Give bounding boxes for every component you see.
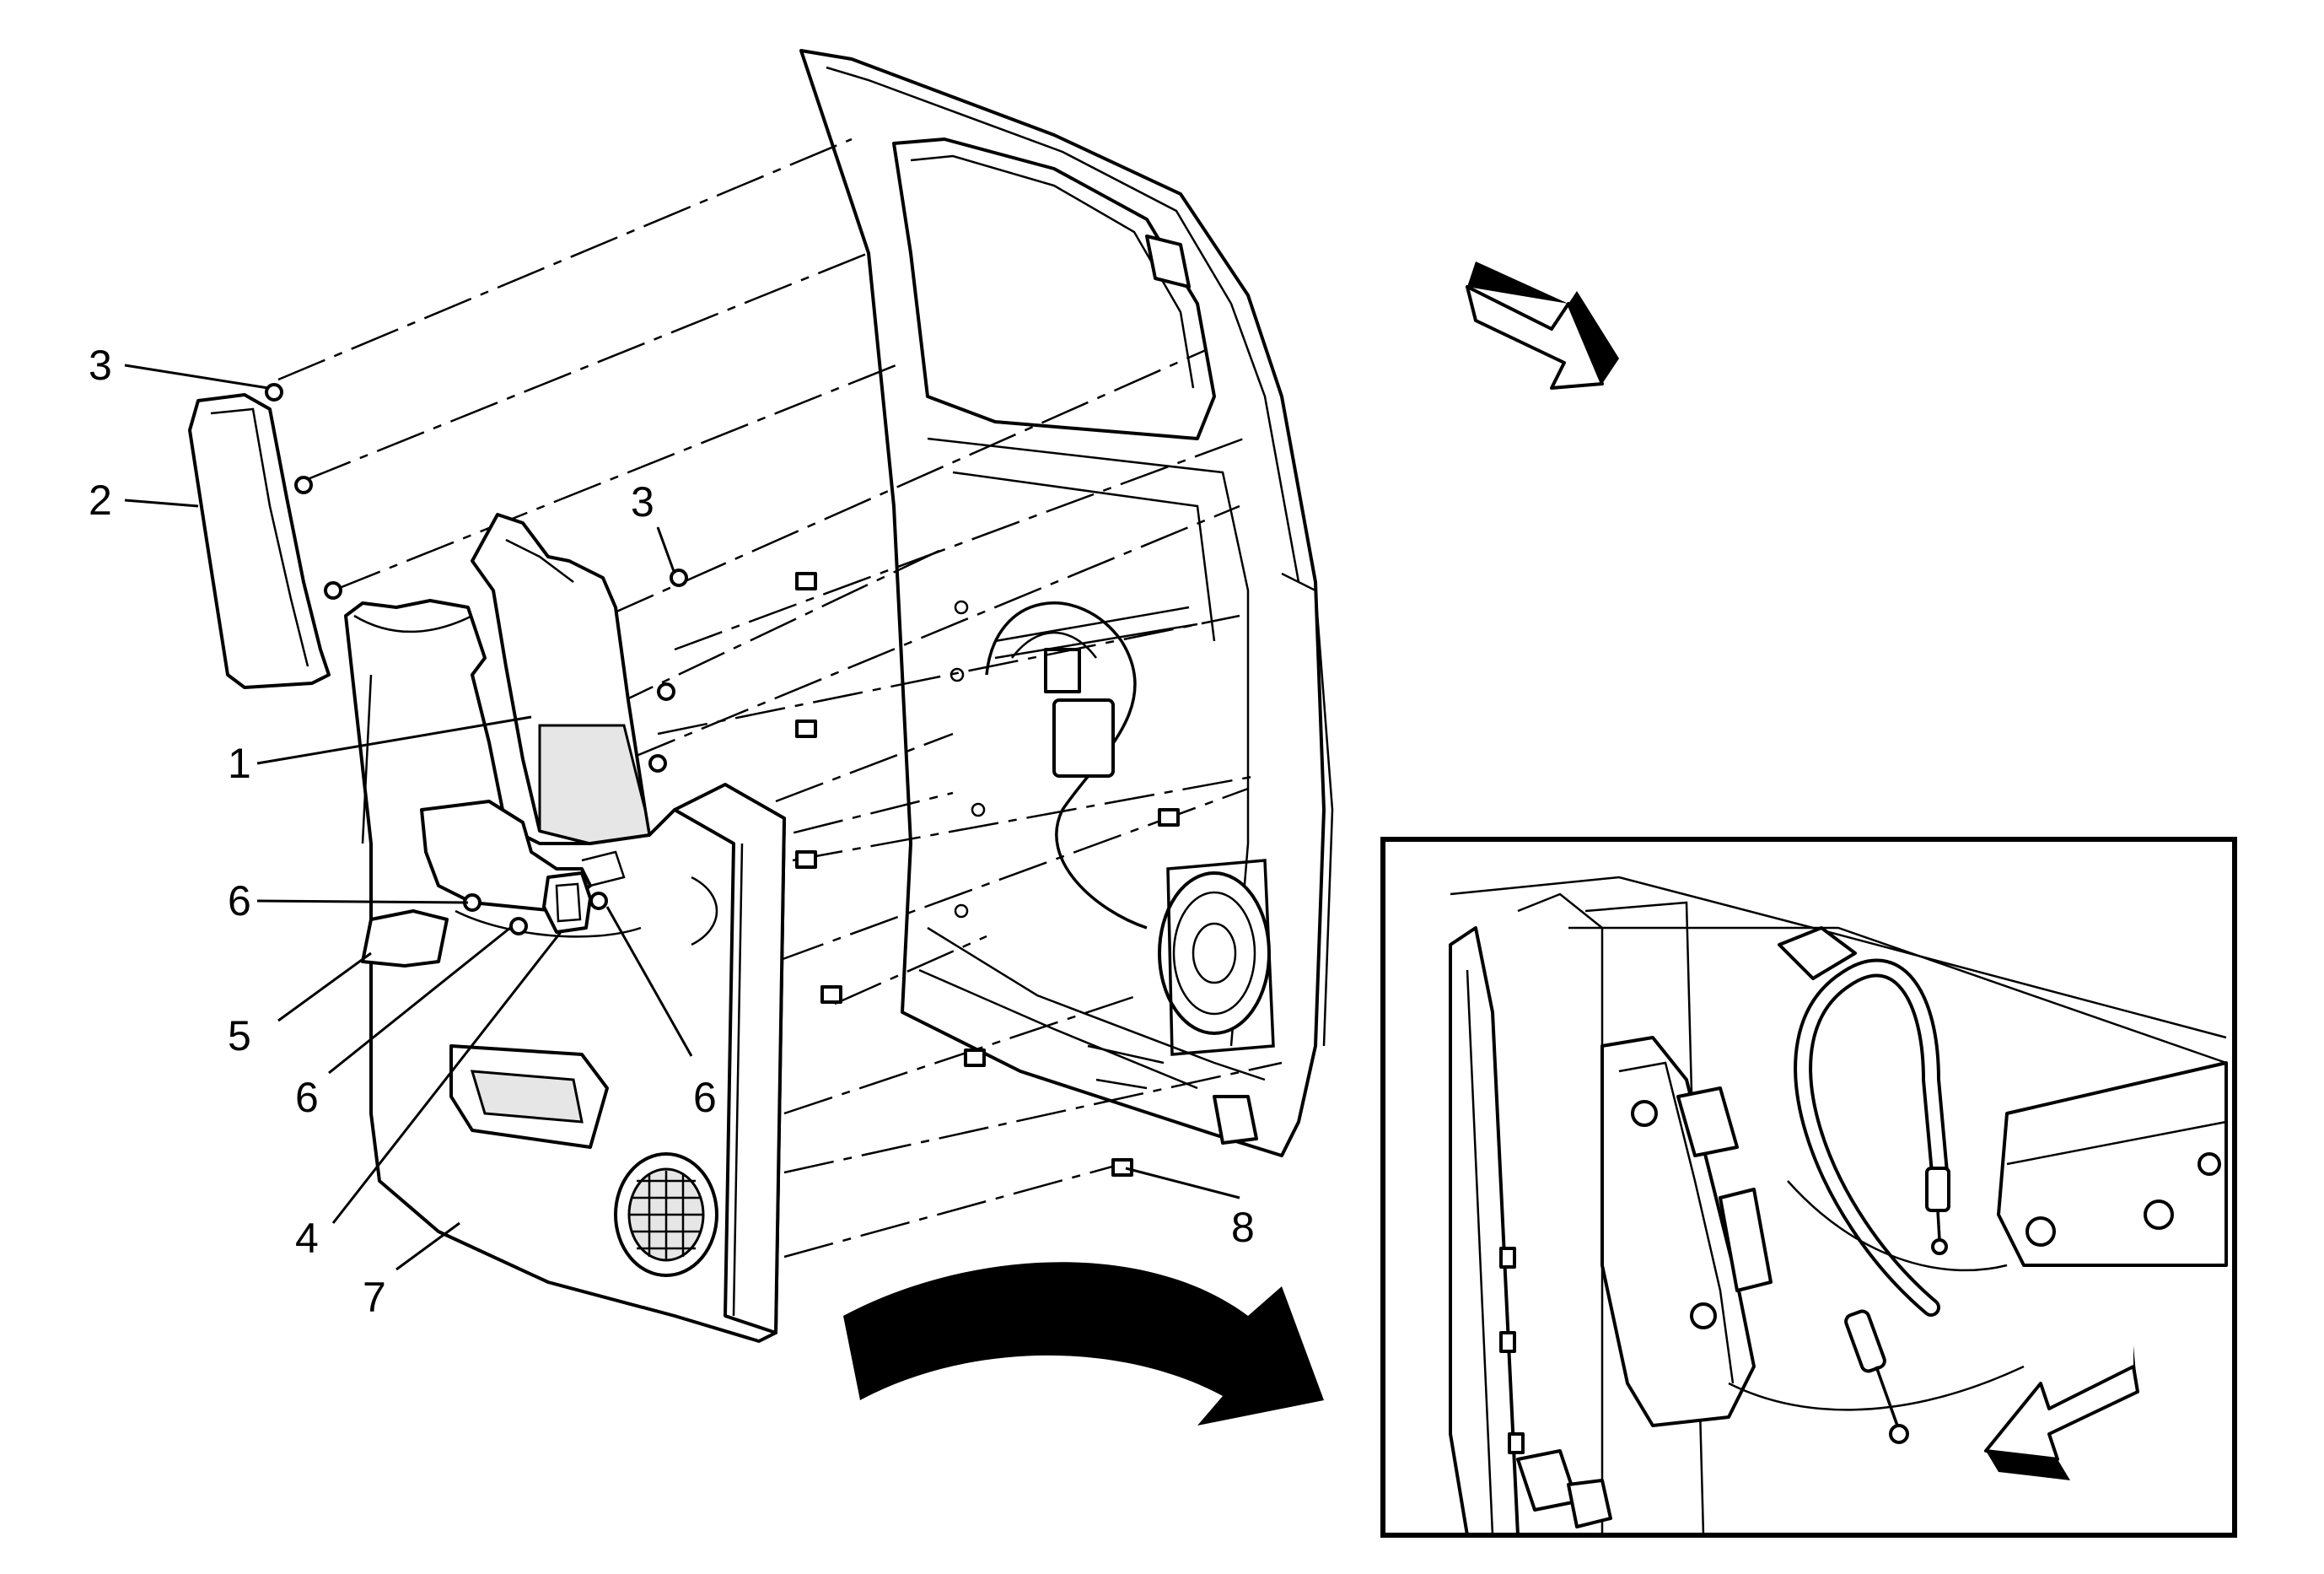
callout-4: 4 (295, 1215, 319, 1262)
callout-6-left: 6 (228, 877, 251, 924)
callout-1: 1 (228, 740, 251, 787)
alignment-lines (277, 137, 1283, 1259)
part-4-handle-bezel (542, 850, 626, 934)
direction-arrow-upper-right (1466, 261, 1619, 390)
leader-lines (124, 364, 1240, 1271)
callout-6-right: 6 (693, 1074, 717, 1121)
curved-transition-arrow (843, 1262, 1324, 1426)
callout-2: 2 (89, 477, 112, 524)
direction-arrow-inset (1984, 1345, 2139, 1480)
door-inner-panel (799, 49, 1334, 1157)
callout-7: 7 (363, 1274, 386, 1321)
speaker-grille-holes (628, 1171, 704, 1260)
part-5-cover (361, 909, 449, 968)
callout-8: 8 (1231, 1204, 1255, 1251)
callout-5: 5 (228, 1012, 251, 1059)
part-1-trim-panel (471, 513, 651, 845)
callout-3-middle: 3 (631, 478, 654, 526)
part-7-door-trim-panel (344, 599, 786, 1343)
part-2-upper-trim (188, 393, 331, 689)
callout-6-lower: 6 (295, 1074, 319, 1121)
callout-3-top: 3 (89, 342, 112, 389)
inset-detail-view (1380, 837, 2237, 1538)
callout-labels: 3 2 3 1 6 5 6 6 4 7 8 (89, 342, 1255, 1321)
